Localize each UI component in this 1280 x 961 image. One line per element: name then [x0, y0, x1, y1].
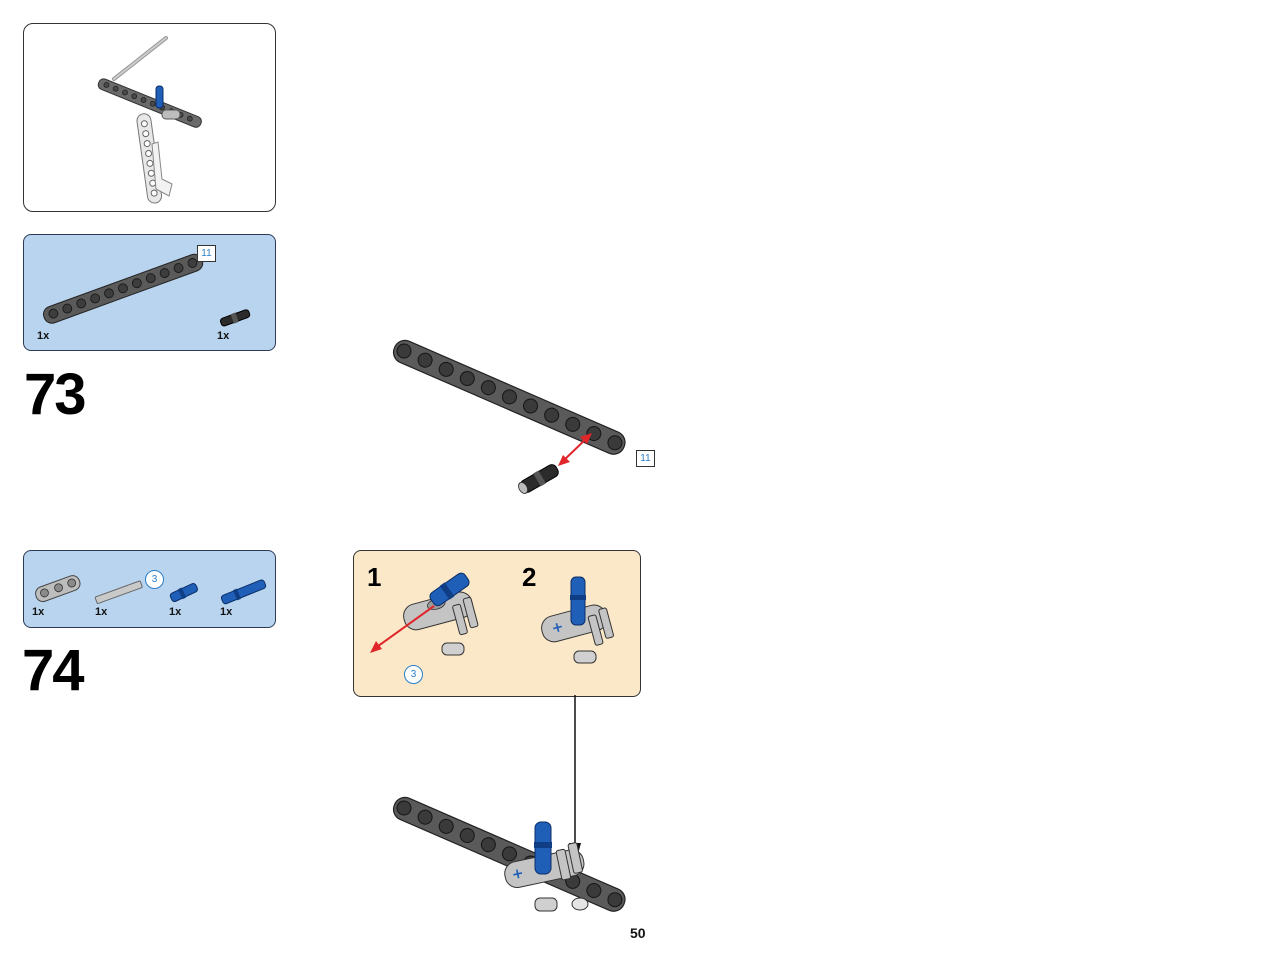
axle-length-label: 3: [145, 570, 164, 589]
part-quantity: 1x: [220, 606, 233, 618]
part-quantity: 1x: [169, 606, 182, 618]
part-quantity: 1x: [37, 330, 50, 342]
beam-length-label: 11: [197, 245, 216, 262]
part-quantity: 1x: [95, 606, 108, 618]
substep-axle-length-label: 3: [404, 665, 423, 684]
substep-number-1: 1: [367, 562, 382, 592]
previous-assembly-panel: [23, 23, 276, 212]
step-74-parts-illustration: [35, 575, 267, 605]
step-73-parts-illustration: [43, 253, 251, 327]
part-quantity: 1x: [217, 330, 230, 342]
step-73-assembly-illustration: [392, 339, 626, 494]
sub-assembly-illustration: +: [370, 572, 614, 664]
step-number-73: 73: [24, 362, 86, 427]
previous-assembly-illustration: [97, 36, 202, 204]
sub-assembly-callout: 1 2 + 3: [353, 550, 641, 697]
step-74-parts-callout: 3 1x 1x 1x 1x: [23, 550, 276, 628]
page-number: 50: [630, 925, 646, 941]
svg-text:+: +: [510, 865, 525, 883]
step-74-assembly-illustration: +: [392, 796, 626, 912]
step-73-parts-callout: 11 1x 1x: [23, 234, 276, 351]
substep-number-2: 2: [522, 562, 537, 592]
step-number-74: 74: [22, 638, 84, 703]
svg-text:+: +: [550, 619, 565, 637]
part-quantity: 1x: [32, 606, 45, 618]
assembly-length-label: 11: [636, 450, 655, 467]
